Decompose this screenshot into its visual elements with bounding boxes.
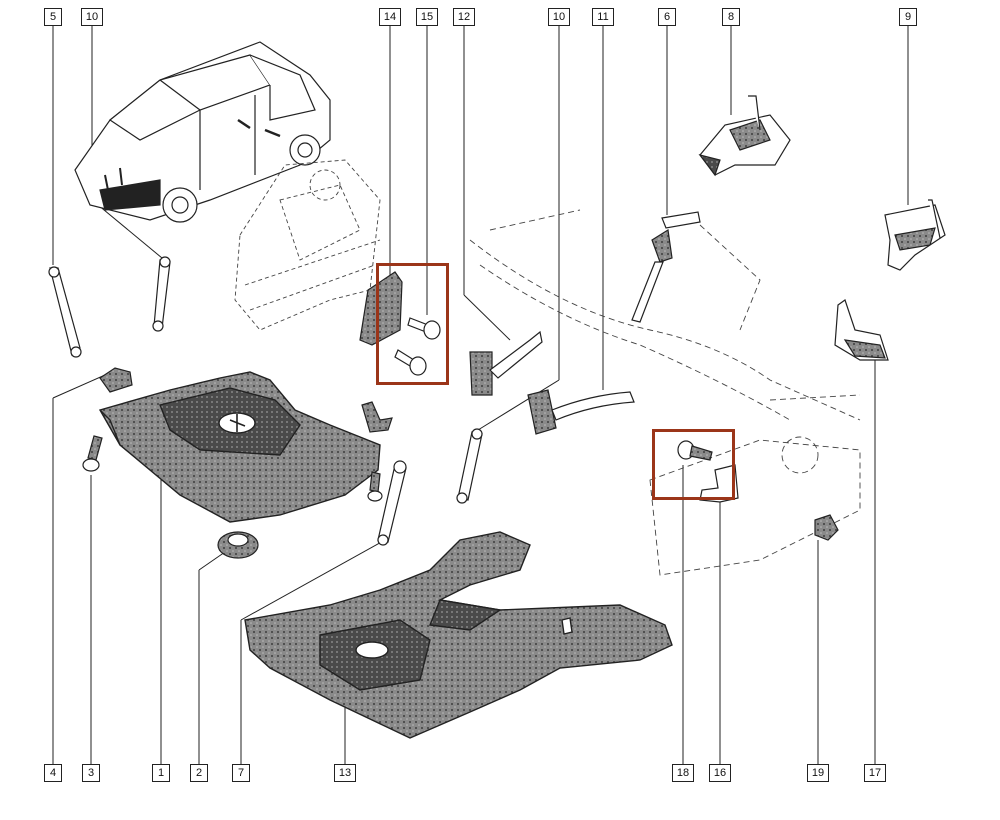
link-rod-5	[48, 266, 82, 358]
callout-17: 17	[864, 764, 886, 782]
bolt-3	[82, 435, 103, 472]
rod-6	[631, 211, 701, 323]
callout-2: 2	[190, 764, 208, 782]
callout-4: 4	[44, 764, 62, 782]
bracket-17	[834, 299, 889, 361]
clip-19	[814, 514, 839, 541]
bracket-9	[884, 199, 946, 271]
callout-11: 11	[592, 8, 614, 26]
engine-frame-outline	[234, 159, 381, 331]
bracket-14	[359, 271, 403, 346]
link-rod-10-left	[152, 256, 171, 332]
link-rod-10-right	[456, 428, 483, 504]
callout-19: 19	[807, 764, 829, 782]
clip-4	[99, 367, 133, 393]
link-rod-7	[377, 460, 407, 546]
callout-16: 16	[709, 764, 731, 782]
callout-15: 15	[416, 8, 438, 26]
callout-14: 14	[379, 8, 401, 26]
callout-10b: 10	[548, 8, 570, 26]
callout-1: 1	[152, 764, 170, 782]
car-thumbnail	[74, 41, 331, 223]
bracket-16	[699, 464, 739, 503]
highlight-bolt-18	[652, 429, 735, 500]
clip-near-1	[361, 401, 393, 433]
callout-13: 13	[334, 764, 356, 782]
callout-18: 18	[672, 764, 694, 782]
bolt-near-1	[367, 471, 383, 502]
rear-undertray-13	[244, 531, 673, 739]
highlight-bolts-15	[376, 263, 449, 385]
callout-8: 8	[722, 8, 740, 26]
chassis-outline	[469, 209, 861, 576]
leader-lines	[52, 26, 909, 764]
callout-12: 12	[453, 8, 475, 26]
callout-6: 6	[658, 8, 676, 26]
callout-9: 9	[899, 8, 917, 26]
callout-10: 10	[81, 8, 103, 26]
bracket-12	[469, 330, 543, 396]
callout-5: 5	[44, 8, 62, 26]
callout-3: 3	[82, 764, 100, 782]
front-undertray-1	[98, 371, 381, 523]
bolt-15-upper	[407, 317, 441, 340]
bolt-18	[677, 440, 713, 461]
grommet-2	[217, 531, 259, 559]
bracket-8	[698, 95, 791, 177]
strap-11	[527, 389, 635, 435]
callout-7: 7	[232, 764, 250, 782]
bolt-15-lower	[394, 349, 427, 376]
